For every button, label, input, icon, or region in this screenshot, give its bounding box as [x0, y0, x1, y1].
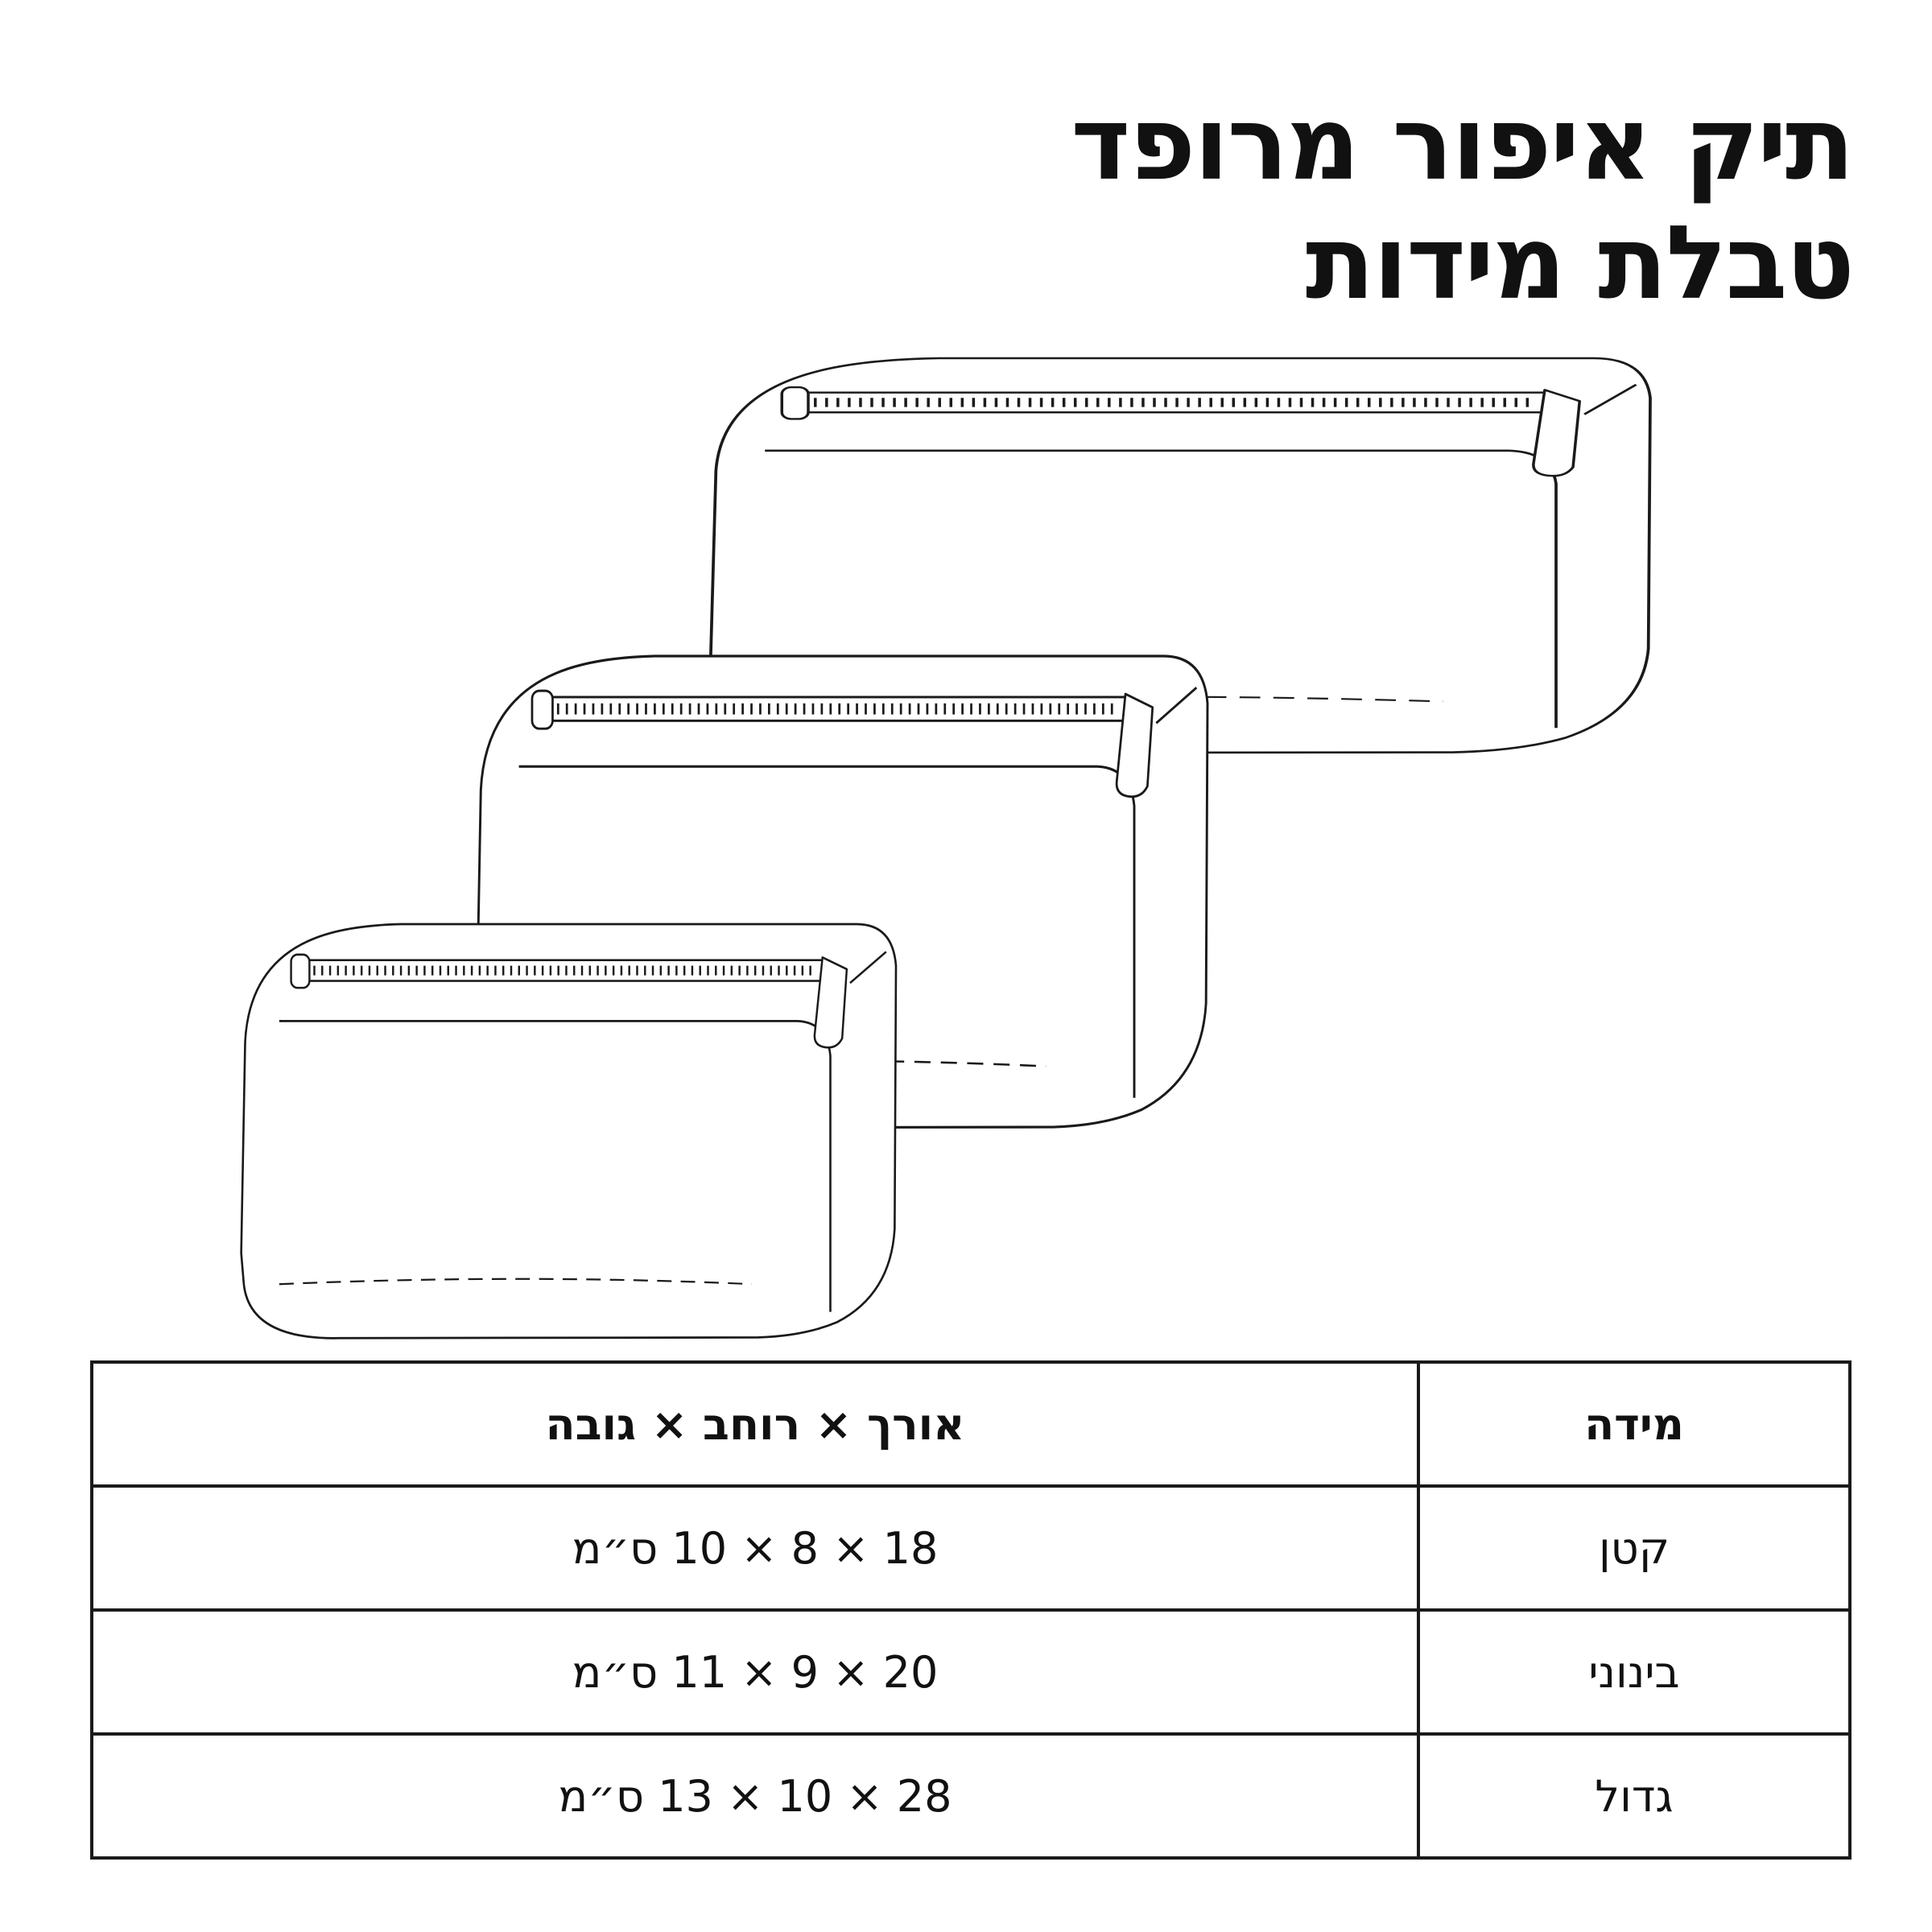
table-row: בינוני 20 × 9 × 11 ס״מ: [90, 1608, 1852, 1736]
table-row: גדול 28 × 10 × 13 ס״מ: [90, 1732, 1852, 1860]
dimensions-cell: 28 × 10 × 13 ס״מ: [90, 1732, 1420, 1860]
bags-illustration: [0, 0, 1932, 1352]
table-row: קטן 18 × 8 × 10 ס״מ: [90, 1484, 1852, 1612]
size-cell: בינוני: [1417, 1608, 1852, 1736]
dimensions-cell: 20 × 9 × 11 ס״מ: [90, 1608, 1420, 1736]
small-bag: [242, 924, 896, 1338]
page-subtitle: טבלת מידות: [1305, 204, 1855, 322]
header-size: מידה: [1417, 1360, 1852, 1488]
size-table: מידה אורך × רוחב × גובה קטן 18 × 8 × 10 …: [90, 1360, 1852, 1860]
page-title: תיק איפור מרופד: [1071, 85, 1855, 203]
title-block: תיק איפור מרופד טבלת מידות: [807, 85, 1855, 323]
table-header-row: מידה אורך × רוחב × גובה: [90, 1360, 1852, 1488]
header-dimensions: אורך × רוחב × גובה: [90, 1360, 1420, 1488]
dimensions-cell: 18 × 8 × 10 ס״מ: [90, 1484, 1420, 1612]
size-cell: קטן: [1417, 1484, 1852, 1612]
size-cell: גדול: [1417, 1732, 1852, 1860]
